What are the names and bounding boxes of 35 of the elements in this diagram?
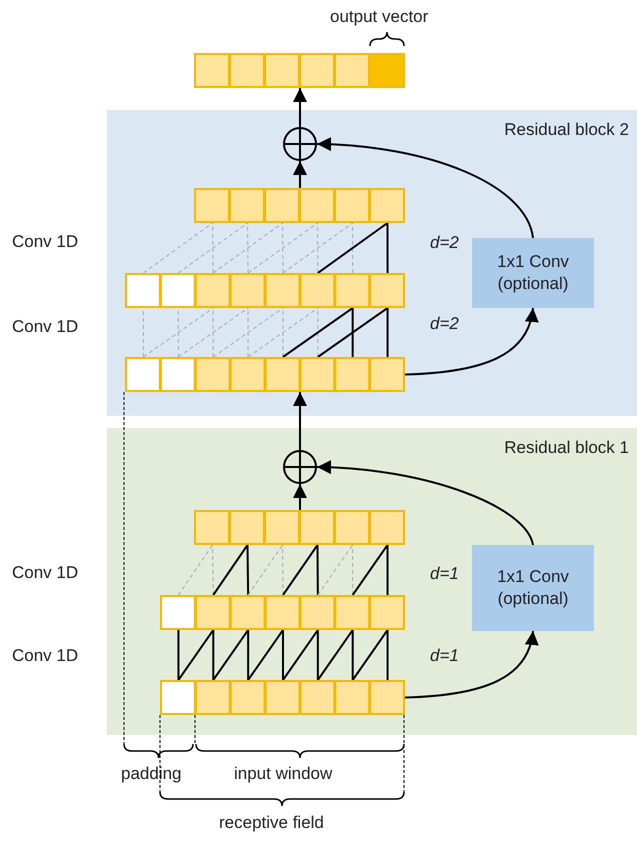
dimension-label: padding (121, 764, 182, 784)
arrow (293, 484, 307, 510)
dimension-label: receptive field (219, 813, 324, 833)
arrow (316, 138, 534, 238)
dimension-label: input window (234, 764, 332, 784)
arrow (404, 308, 538, 376)
arrow (293, 88, 307, 127)
feature-vector (194, 53, 405, 88)
dilation-label: d=1 (430, 646, 459, 666)
conv-box: 1x1 Conv (optional) (472, 238, 594, 308)
feature-vector (125, 357, 405, 392)
feature-vector (125, 273, 405, 308)
block-title: Residual block 1 (504, 438, 629, 458)
dilation-label: d=2 (430, 233, 459, 253)
residual-block-panel (107, 428, 637, 735)
arrow (404, 630, 538, 698)
arrow (293, 392, 307, 450)
feature-vector (160, 680, 405, 715)
sum-circle (283, 450, 317, 484)
sum-circle (283, 127, 317, 161)
layer-label: Conv 1D (12, 563, 78, 583)
output-label: output vector (330, 7, 428, 27)
layer-label: Conv 1D (12, 317, 78, 337)
feature-vector (194, 188, 405, 223)
feature-vector (160, 595, 405, 630)
dilation-label: d=2 (430, 314, 459, 334)
layer-label: Conv 1D (12, 232, 78, 252)
dilation-label: d=1 (430, 564, 459, 584)
feature-vector (194, 510, 405, 545)
arrow (316, 460, 534, 546)
arrow (293, 161, 307, 188)
conv-box: 1x1 Conv (optional) (472, 545, 594, 631)
layer-label: Conv 1D (12, 646, 78, 666)
residual-block-panel (107, 110, 637, 416)
block-title: Residual block 2 (504, 120, 629, 140)
